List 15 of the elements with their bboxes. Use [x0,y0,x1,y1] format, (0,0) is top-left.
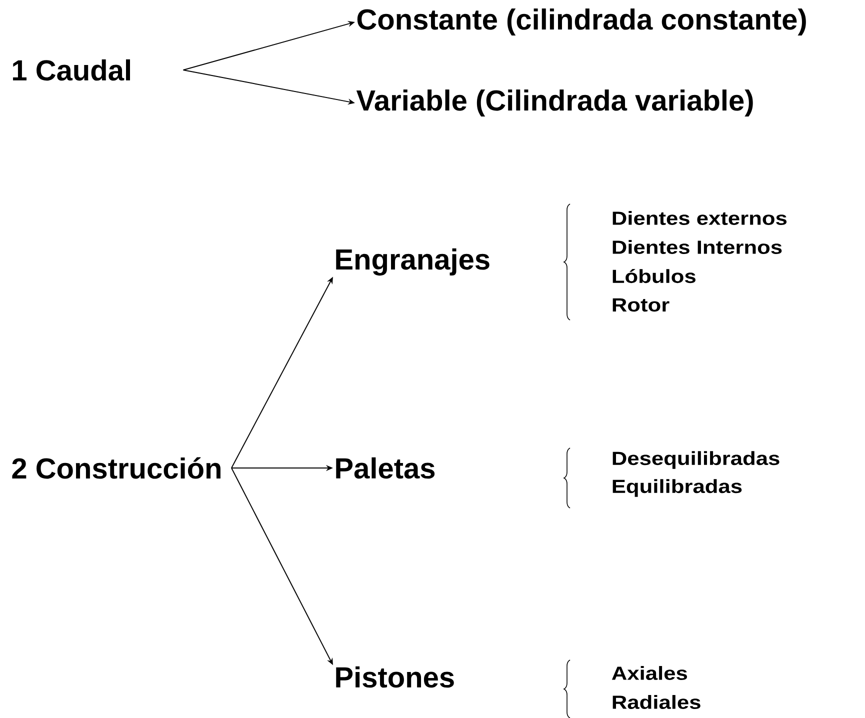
node-text: Pistones [336,666,454,688]
list-item: Equilibradas [612,479,742,497]
list-item: Dientes externos [612,211,787,225]
node-text: 2 Construcción [12,457,220,479]
list-item: Lóbulos [612,268,696,284]
node-text: 1 Caudal [13,59,130,81]
node-text: Engranajes [336,248,490,276]
node-text: Paletas [336,457,435,479]
node-text: Variable (Cilindrada variable) [356,89,753,117]
node-text: Constante (cilindrada constante) [357,8,806,36]
list-item: Axiales [612,666,688,680]
list-item: Dientes Internos [612,240,782,254]
list-item: Radiales [612,695,700,709]
list-item: Desequilibradas [612,451,780,469]
list-item: Rotor [612,298,670,312]
